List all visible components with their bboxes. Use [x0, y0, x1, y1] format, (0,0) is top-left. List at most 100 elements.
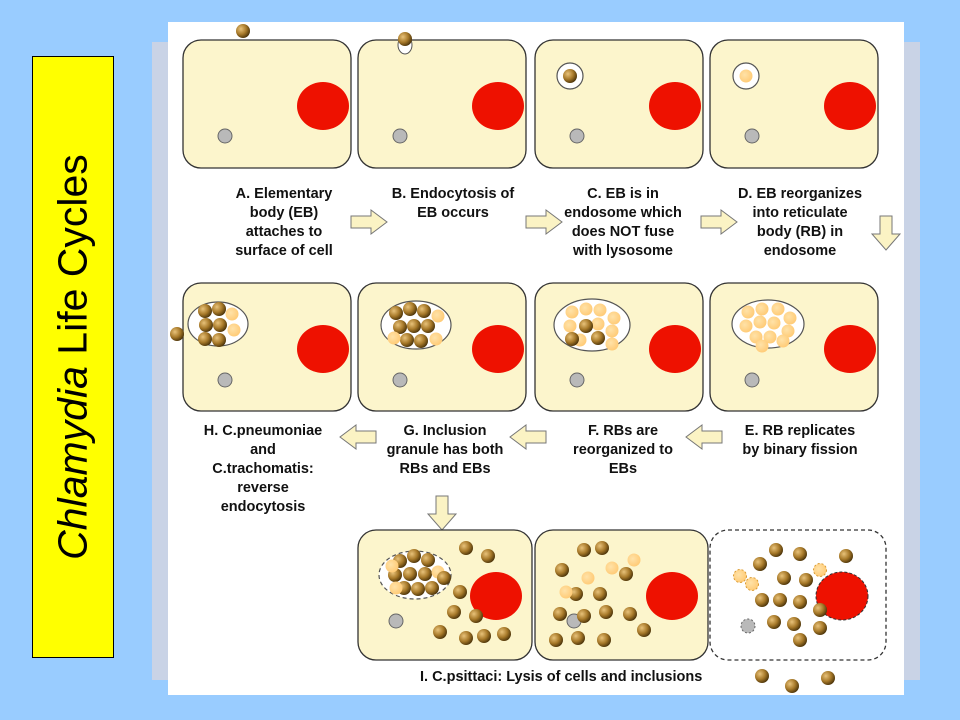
- elementary-body: [398, 32, 412, 46]
- caption-f-line: reorganized to: [573, 442, 673, 458]
- elementary-body: [769, 543, 783, 557]
- organelle: [569, 128, 585, 144]
- reticulate-body: [733, 569, 747, 583]
- elementary-body: [403, 567, 417, 581]
- caption-b-line: EB occurs: [417, 205, 489, 221]
- elementary-body: [421, 319, 435, 333]
- caption-g-line: G. Inclusion: [403, 423, 487, 439]
- elementary-body: [212, 302, 226, 316]
- elementary-body: [787, 617, 801, 631]
- reticulate-body: [767, 316, 781, 330]
- caption-a-line: A. Elementary: [235, 186, 333, 202]
- elementary-body: [469, 609, 483, 623]
- reticulate-body: [227, 323, 241, 337]
- caption-d-line: body (RB) in: [756, 224, 844, 240]
- elementary-body: [497, 627, 511, 641]
- elementary-body: [755, 593, 769, 607]
- elementary-body: [793, 547, 807, 561]
- caption-d-line: into reticulate: [752, 205, 848, 221]
- nucleus: [297, 325, 349, 373]
- elementary-body: [839, 549, 853, 563]
- elementary-body: [433, 625, 447, 639]
- organelle: [217, 128, 233, 144]
- reticulate-body: [225, 307, 239, 321]
- reticulate-body: [753, 315, 767, 329]
- flow-arrow: [685, 424, 723, 450]
- elementary-body: [755, 669, 769, 683]
- elementary-body: [437, 571, 451, 585]
- elementary-body: [813, 603, 827, 617]
- reticulate-body: [579, 302, 593, 316]
- reticulate-body: [783, 311, 797, 325]
- elementary-body: [481, 549, 495, 563]
- elementary-body: [403, 302, 417, 316]
- organelle: [744, 372, 760, 388]
- organelle: [744, 128, 760, 144]
- flow-arrow: [509, 424, 547, 450]
- reticulate-body: [776, 334, 790, 348]
- caption-i: I. C.psittaci: Lysis of cells and inclus…: [420, 668, 760, 687]
- elementary-body: [198, 304, 212, 318]
- cell: [534, 529, 709, 661]
- caption-c-line: endosome which: [564, 205, 682, 221]
- reticulate-body: [605, 561, 619, 575]
- reticulate-body: [627, 553, 641, 567]
- elementary-body: [407, 319, 421, 333]
- reticulate-body: [755, 302, 769, 316]
- flow-arrow: [426, 495, 458, 531]
- caption-b-line: B. Endocytosis of: [391, 186, 515, 202]
- elementary-body: [597, 633, 611, 647]
- caption-f-line: F. RBs are: [587, 423, 659, 439]
- nucleus: [824, 325, 876, 373]
- elementary-body: [400, 333, 414, 347]
- caption-a-line: attaches to: [245, 224, 323, 240]
- caption-f-line: EBs: [608, 461, 638, 477]
- elementary-body: [549, 633, 563, 647]
- reticulate-body: [781, 324, 795, 338]
- caption-g-line: granule has both: [386, 442, 504, 458]
- nucleus: [649, 82, 701, 130]
- nucleus: [297, 82, 349, 130]
- elementary-body: [199, 318, 213, 332]
- elementary-body: [236, 24, 250, 38]
- elementary-body: [753, 557, 767, 571]
- reticulate-body: [813, 563, 827, 577]
- elementary-body: [593, 587, 607, 601]
- elementary-body: [477, 629, 491, 643]
- caption-b: B. Endocytosis of EB occurs: [378, 185, 528, 223]
- flow-arrow: [525, 209, 563, 235]
- elementary-body: [417, 304, 431, 318]
- reticulate-body: [429, 332, 443, 346]
- flow-arrow: [350, 209, 388, 235]
- nucleus: [470, 572, 522, 620]
- elementary-body: [393, 320, 407, 334]
- reticulate-body: [559, 585, 573, 599]
- caption-i-line: I. C.psittaci: Lysis of cells and inclus…: [420, 669, 703, 685]
- elementary-body: [569, 587, 583, 601]
- reticulate-body: [607, 311, 621, 325]
- caption-d-line: endosome: [763, 243, 837, 259]
- elementary-body: [813, 621, 827, 635]
- elementary-body: [407, 549, 421, 563]
- elementary-body: [170, 327, 184, 341]
- elementary-body: [577, 609, 591, 623]
- elementary-body: [579, 319, 593, 333]
- organelle: [392, 128, 408, 144]
- organelle: [569, 372, 585, 388]
- elementary-body: [777, 571, 791, 585]
- reticulate-body: [387, 331, 401, 345]
- elementary-body: [799, 573, 813, 587]
- caption-d-line: D. EB reorganizes: [737, 186, 863, 202]
- elementary-body: [619, 567, 633, 581]
- nucleus: [649, 325, 701, 373]
- reticulate-body: [739, 319, 753, 333]
- reticulate-body: [563, 319, 577, 333]
- reticulate-body: [755, 339, 769, 353]
- nucleus: [472, 82, 524, 130]
- reticulate-body: [771, 302, 785, 316]
- reticulate-body: [385, 559, 399, 573]
- elementary-body: [411, 582, 425, 596]
- nucleus: [646, 572, 698, 620]
- organelle: [740, 618, 756, 634]
